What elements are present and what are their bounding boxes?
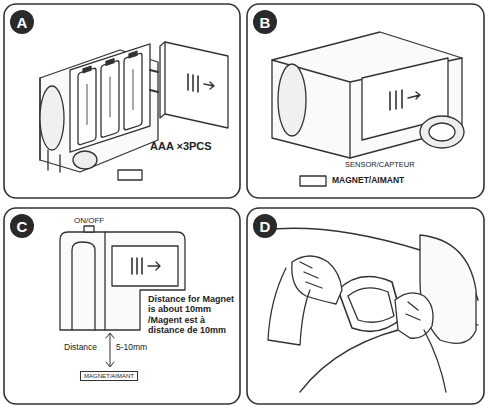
sensor-label: SENSOR/CAPTEUR [345,161,415,170]
node-text: C [17,218,28,235]
magnet-box: MAGNET/AIMANT [80,371,138,381]
distance-note: Distance for Magnet is about 10mm /Magen… [148,294,238,335]
panel-letter: B [253,10,277,34]
distance-label: Distance [64,343,97,353]
switch-label: ON/OFF [74,216,104,225]
node-text: MAGNET/AIMANT [84,373,134,379]
panel-letter: D [253,214,277,238]
magnet-label: MAGNET/AIMANT [332,176,404,186]
panel-letter: C [10,214,34,238]
dimension-label: 5-10mm [116,343,147,353]
panel-letter: A [10,10,34,34]
node-text: B [260,14,271,31]
battery-note: AAA ×3PCS [150,140,212,153]
node-text: A [17,14,28,31]
node-text: D [260,218,271,235]
